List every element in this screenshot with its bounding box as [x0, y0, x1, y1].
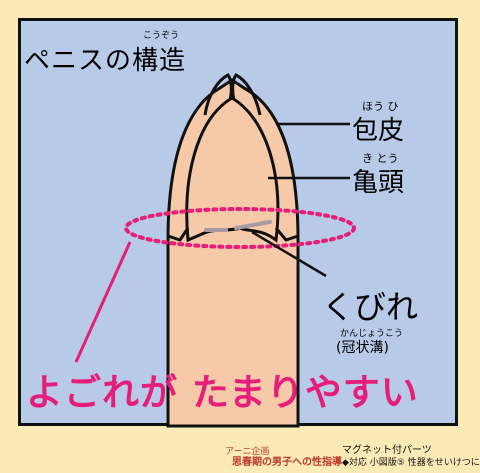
corona-highlight-ellipse [124, 207, 356, 249]
corona-alt-label: (冠状溝) [336, 340, 389, 356]
footer-note: ◆対応 小図版⑤ 性器をせいけつに! [342, 458, 480, 468]
page-title: ペニスの構造 [24, 46, 187, 76]
foreskin-tip-left [203, 73, 233, 116]
corona-ruby: かんじょうこう [340, 329, 404, 339]
foreskin-ruby: ほう ひ [362, 100, 399, 113]
corona-label: くびれ [322, 288, 419, 326]
title-ruby: こうぞう [143, 31, 180, 41]
corona-leader [251, 230, 327, 278]
caption-leader [74, 241, 132, 363]
footer-subtitle: マグネット付パーツ [342, 445, 432, 456]
glans-label: 亀頭 [352, 168, 405, 198]
corona-left-notch [167, 227, 190, 242]
glans-ruby: き とう [362, 152, 399, 165]
smegma-mark-2 [234, 220, 272, 230]
dirt-accumulates-caption: よごれが たまりやすい [26, 371, 419, 414]
glans-shape [185, 96, 280, 243]
foreskin-label: 包皮 [352, 116, 405, 146]
footer-main-title: 思春期の男子への性指導 [232, 457, 342, 468]
corona-right-notch [274, 227, 299, 242]
foreskin-tip-right [231, 73, 262, 116]
footer-series: アーニ企画 [225, 447, 270, 457]
